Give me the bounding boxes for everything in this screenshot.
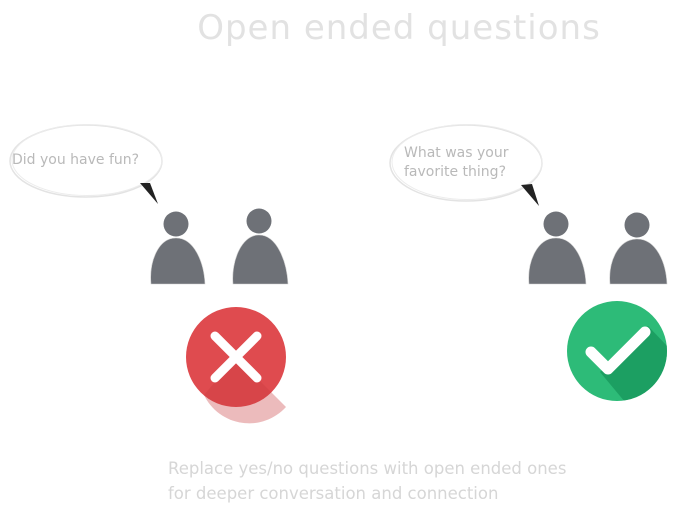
left-speech-bubble [9, 124, 163, 204]
right-people-pair [528, 211, 668, 285]
left-people-pair [150, 208, 289, 285]
checkmark-icon [567, 301, 667, 401]
caption-line-1: Replace yes/no questions with open ended… [168, 459, 567, 478]
person-icon [609, 212, 668, 285]
page-title: Open ended questions [197, 8, 601, 48]
right-question-text: What was your favorite thing? [404, 144, 544, 182]
person-icon [150, 211, 206, 285]
x-mark-icon [186, 307, 286, 424]
person-icon [528, 211, 587, 285]
left-question-text: Did you have fun? [12, 152, 140, 168]
left-bubble-pointer [140, 183, 158, 204]
caption: Replace yes/no questions with open ended… [168, 456, 668, 506]
caption-line-2: for deeper conversation and connection [168, 484, 499, 503]
right-question-line-2: favorite thing? [404, 164, 506, 180]
right-bubble-pointer [521, 184, 539, 206]
right-question-line-1: What was your [404, 145, 509, 161]
person-icon [232, 208, 289, 285]
right-speech-bubble [389, 124, 543, 206]
